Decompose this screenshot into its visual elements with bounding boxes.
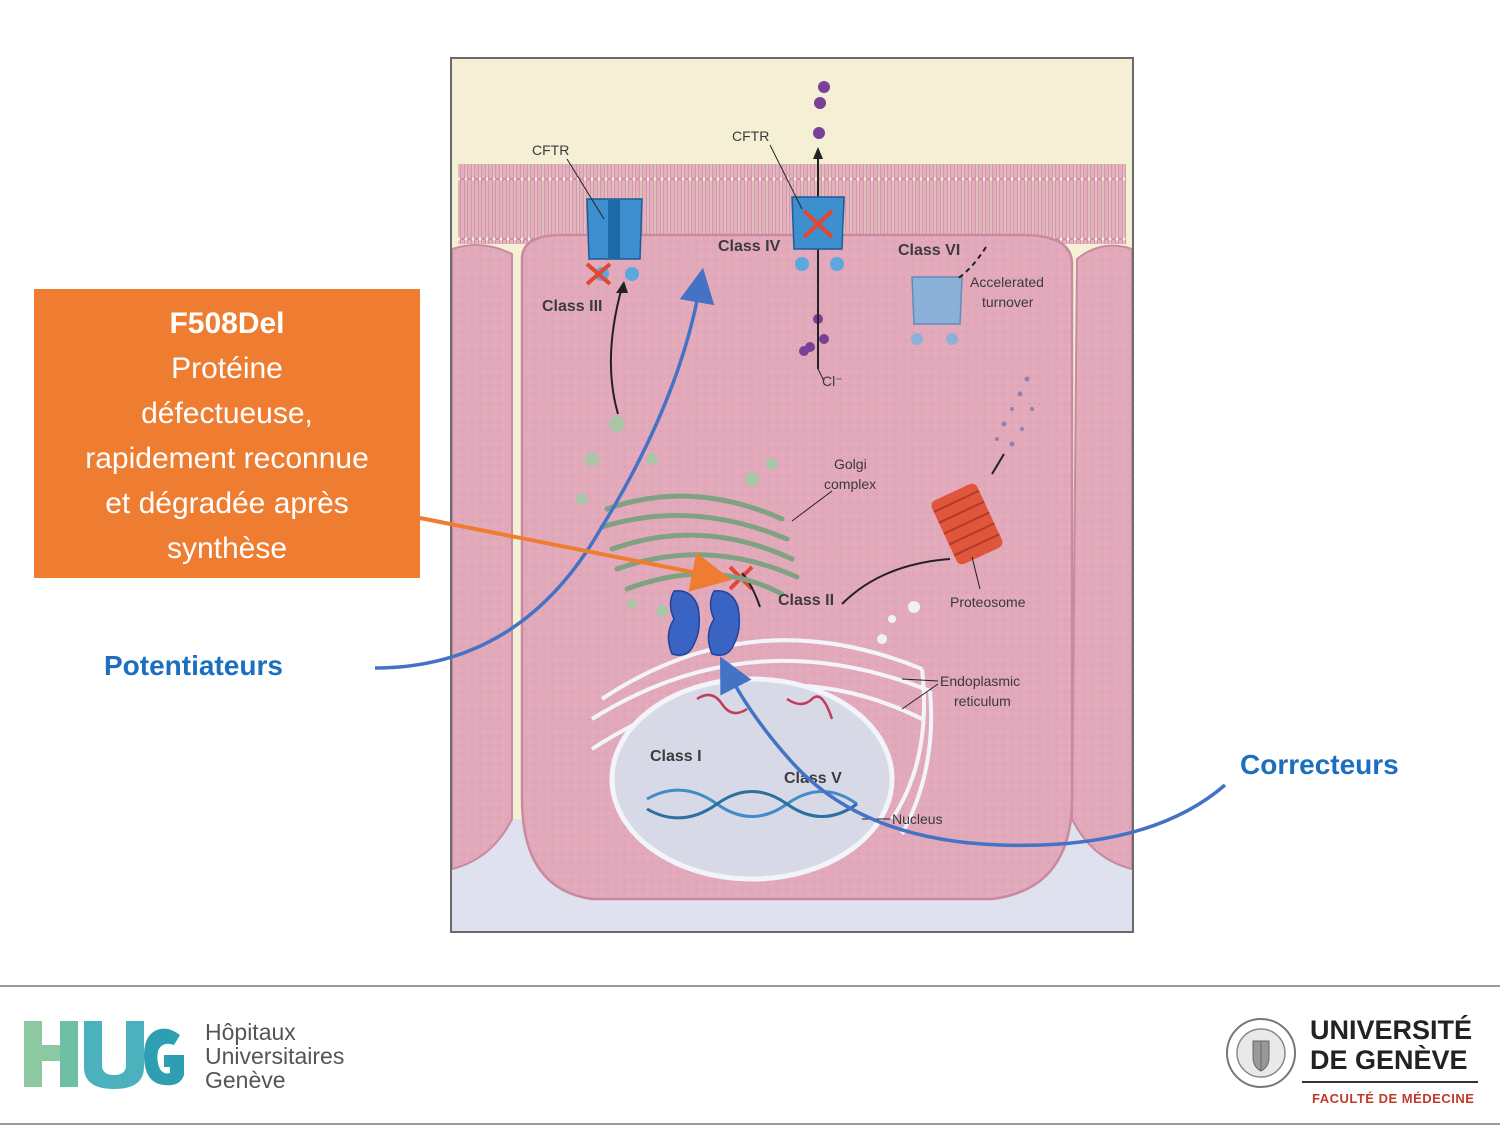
label-class-i: Class I [650,748,702,765]
neighbour-cell-left [452,244,513,871]
cftr-illustration: CFTR CFTR Class III Class IV Class VI Ac… [452,59,1132,931]
f508del-arrow [419,516,732,592]
callout-line-1: Protéine [171,352,283,385]
hug-logo [24,1021,184,1089]
turnover-arrow [956,246,987,280]
mrna-class-i [696,693,748,715]
label-class-iv: Class IV [718,238,781,255]
mrna-class-v [786,695,834,720]
callout-title: F508Del [169,307,285,340]
degraded-fragments [995,376,1034,447]
label-class-iii: Class III [542,298,602,315]
label-nucleus: Nucleus [892,811,943,827]
golgi-vesicles [576,416,778,617]
unige-seal-icon [1226,1018,1296,1088]
chloride-ions [799,81,830,356]
f508del-callout: F508Del Protéine défectueuse, rapidement… [34,289,420,578]
proteosome [931,483,1003,565]
unige-name: UNIVERSITÉ DE GENÈVE [1310,1015,1472,1075]
misfolded-cftr [667,590,741,656]
label-proteosome: Proteosome [950,594,1026,610]
unige-name-line-2: DE GENÈVE [1310,1045,1468,1075]
er-vesicles [877,601,920,644]
hug-name: Hôpitaux Universitaires Genève [205,1020,344,1092]
label-cftr-right: CFTR [732,128,769,144]
label-correctors: Correcteurs [1240,749,1399,780]
label-chloride: Cl⁻ [822,373,843,389]
callout-line-2: défectueuse, [141,397,313,430]
footer: Hôpitaux Universitaires Genève UNIVERSIT… [0,985,1500,1125]
callout-line-5: synthèse [166,532,288,565]
label-cftr-left: CFTR [532,142,569,158]
label-class-ii: Class II [778,592,834,609]
trafficking-arrow-class-iii [609,286,623,415]
degradation-arrow [841,558,951,605]
nucleus [609,676,895,882]
cftr-channel-class-vi [911,276,963,345]
unige-name-line-1: UNIVERSITÉ [1310,1015,1473,1045]
hug-line-1: Hôpitaux [205,1019,296,1045]
hug-line-3: Genève [205,1067,286,1093]
potentiators-arrow [374,267,715,670]
hug-line-2: Universitaires [205,1043,345,1069]
correctors-arrow [720,656,1227,848]
label-class-v: Class V [784,770,842,787]
callout-line-3: rapidement reconnue [85,442,369,475]
label-class-vi: Class VI [898,242,960,259]
unige-logo: UNIVERSITÉ DE GENÈVE FACULTÉ DE MÉDECINE [1225,1009,1485,1109]
callout-line-4: et dégradée après [105,487,349,520]
unige-faculty: FACULTÉ DE MÉDECINE [1312,1091,1475,1106]
label-potentiators: Potentiateurs [104,650,283,681]
unige-divider [1302,1081,1478,1083]
cftr-figure: CFTR CFTR Class III Class IV Class VI Ac… [450,57,1134,933]
